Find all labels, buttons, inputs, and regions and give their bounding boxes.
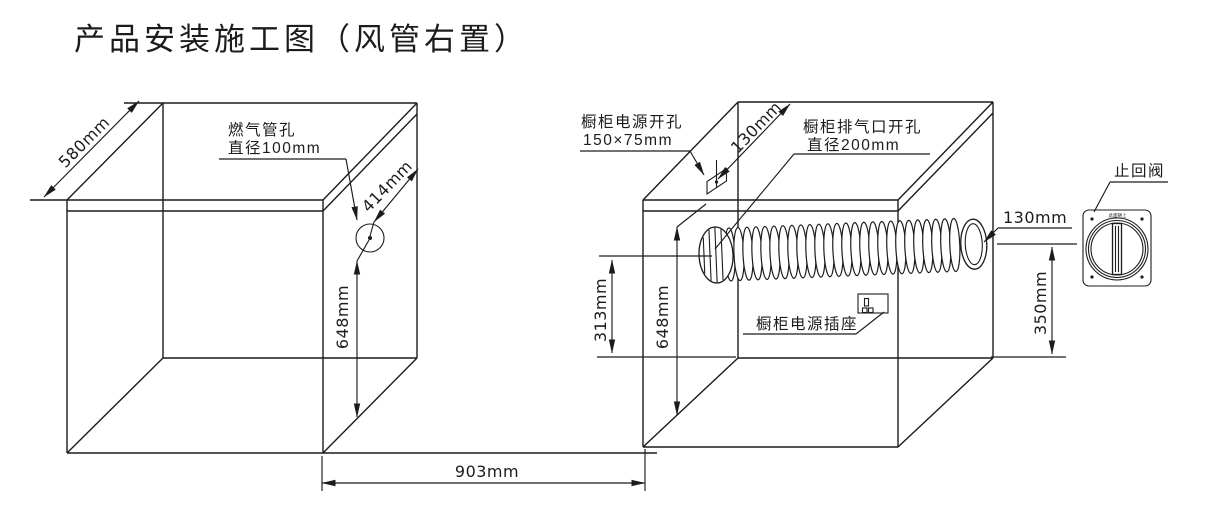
label-exhaust-cutout: 橱柜排气口开孔 直径200mm bbox=[714, 118, 930, 250]
label-gas-pipe-hole: 燃气管孔 直径100mm bbox=[219, 121, 358, 221]
gas-pipe-hole-center bbox=[368, 236, 372, 240]
dim-cabinet-opening-width: 903mm bbox=[321, 449, 646, 491]
dim-cabinet-inner-height: 648mm bbox=[653, 203, 707, 416]
dim-648-left-text: 648mm bbox=[333, 285, 352, 349]
valve-marking-text: 此面朝上 bbox=[1109, 212, 1127, 219]
valve-screw-hole bbox=[1140, 275, 1144, 279]
exhaust-cutout-spec: 直径200mm bbox=[807, 136, 900, 154]
label-power-socket: 橱柜电源插座 bbox=[743, 311, 885, 335]
valve-flap-hinge bbox=[1111, 222, 1123, 276]
flexible-duct bbox=[698, 217, 988, 284]
dim-duct-outlet-height: 350mm bbox=[991, 243, 1077, 358]
dim-130-outlet-text: 130mm bbox=[1003, 208, 1067, 227]
gas-hole-label: 燃气管孔 bbox=[228, 121, 296, 139]
power-cutout-label: 橱柜电源开孔 bbox=[581, 113, 683, 131]
dim-350-text: 350mm bbox=[1031, 271, 1050, 335]
dim-648-right-text: 648mm bbox=[653, 285, 672, 349]
dim-power-cutout-from-back: 130mm bbox=[717, 97, 791, 180]
valve-screw-hole bbox=[1090, 275, 1094, 279]
power-socket-label: 橱柜电源插座 bbox=[756, 315, 858, 333]
socket-pin-right-icon bbox=[867, 307, 874, 314]
power-socket bbox=[857, 293, 889, 314]
gas-pipe-hole bbox=[355, 223, 385, 253]
valve-screw-hole bbox=[1090, 217, 1094, 221]
socket-slot-icon bbox=[863, 297, 870, 307]
label-power-cutout: 橱柜电源开孔 150×75mm bbox=[580, 113, 705, 176]
left-cabinet bbox=[30, 102, 418, 454]
dim-duct-center-height: 313mm bbox=[591, 255, 736, 358]
gas-hole-spec: 直径100mm bbox=[228, 139, 321, 157]
power-cutout-spec: 150×75mm bbox=[583, 132, 673, 149]
duct-outlet-collar bbox=[960, 218, 988, 270]
power-cutout-center bbox=[714, 180, 719, 184]
valve-screw-hole bbox=[1140, 217, 1144, 221]
dim-countertop-depth: 580mm bbox=[43, 100, 140, 198]
page-title: 产品安装施工图（风管右置） bbox=[74, 22, 529, 58]
label-check-valve: 止回阀 bbox=[1093, 162, 1168, 213]
socket-pin-left-icon bbox=[861, 307, 868, 314]
check-valve: 此面朝上 bbox=[1082, 209, 1152, 287]
dim-gas-hole-height: 648mm bbox=[333, 239, 370, 418]
dim-903-text: 903mm bbox=[455, 462, 519, 481]
dim-313-text: 313mm bbox=[591, 278, 610, 342]
check-valve-label: 止回阀 bbox=[1114, 162, 1165, 180]
dim-duct-outlet-offset: 130mm bbox=[983, 208, 1072, 243]
dim-130-cutout-text: 130mm bbox=[727, 97, 785, 156]
exhaust-cutout-label: 橱柜排气口开孔 bbox=[803, 118, 922, 136]
